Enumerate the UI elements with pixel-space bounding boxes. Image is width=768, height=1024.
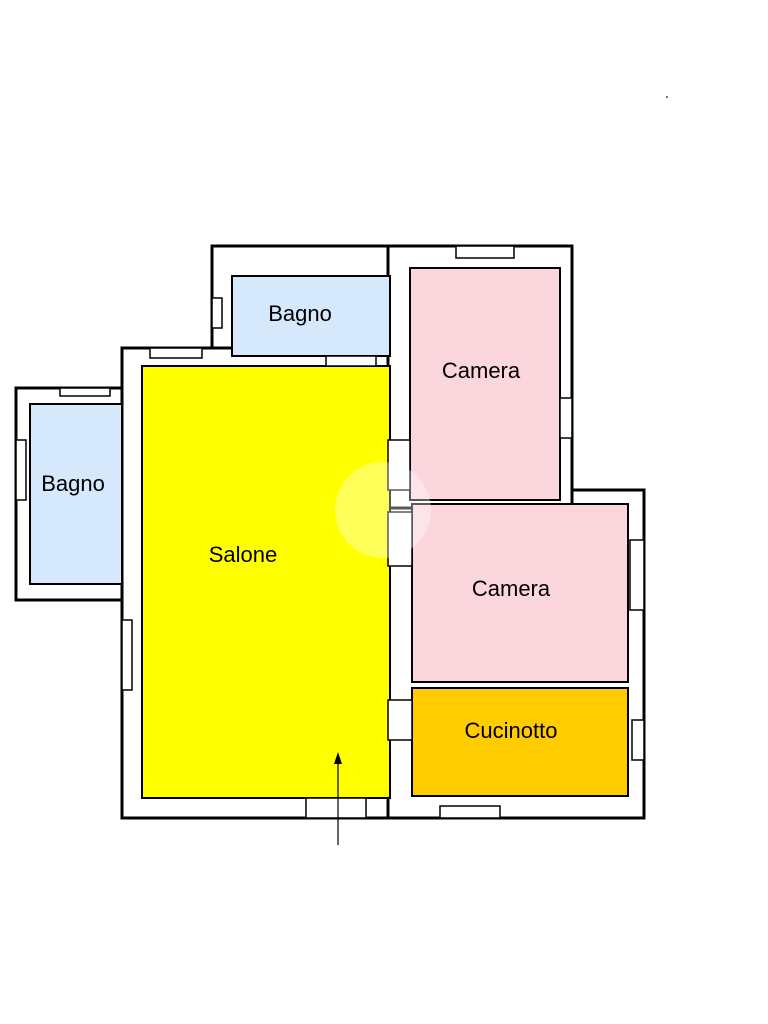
room-bagno-top — [231, 275, 391, 357]
label-bagno-top: Bagno — [268, 301, 332, 326]
room-bagno-left — [29, 403, 123, 585]
entrance-arrow-icon — [334, 752, 342, 845]
label-bagno-left: Bagno — [41, 471, 105, 496]
speck-mark — [666, 96, 668, 98]
label-cucinotto: Cucinotto — [465, 718, 558, 743]
rooms — [29, 267, 629, 799]
room-salone — [141, 365, 391, 799]
watermark-circle — [335, 462, 431, 558]
room-camera-bottom — [411, 503, 629, 683]
label-camera-top: Camera — [442, 358, 521, 383]
room-labels: Bagno Camera Bagno Salone Camera Cucinot… — [41, 301, 557, 743]
room-camera-top — [409, 267, 561, 501]
room-cucinotto — [411, 687, 629, 797]
label-camera-bottom: Camera — [472, 576, 551, 601]
label-salone: Salone — [209, 542, 278, 567]
windows — [15, 245, 645, 819]
